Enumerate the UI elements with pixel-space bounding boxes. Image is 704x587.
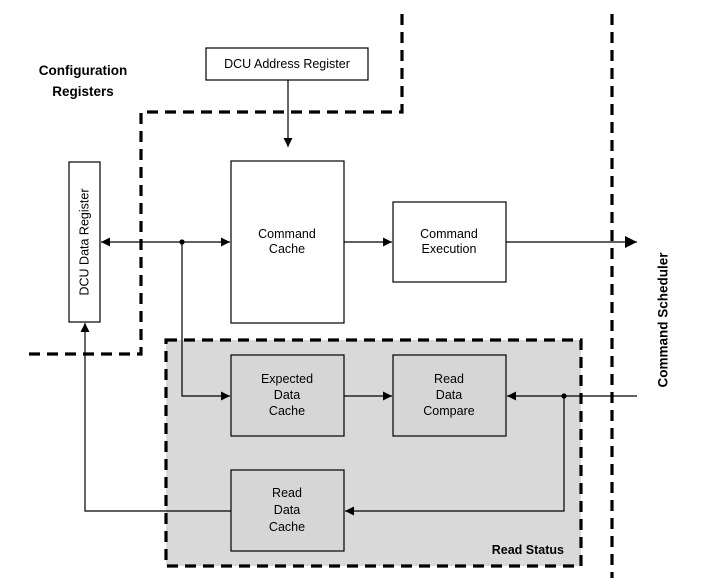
dcu-data-register-label: DCU Data Register — [77, 189, 91, 296]
read-data-cache-box — [230, 469, 345, 552]
read-status-region — [164, 338, 583, 568]
read-data-cache-label: Read — [272, 486, 302, 500]
bus-to-expected-arrow — [181, 242, 230, 401]
read-data-compare-label: Read — [434, 372, 464, 386]
dcu-data-register-box — [68, 161, 101, 323]
read-data-compare-box — [392, 354, 507, 437]
read-data-cache-label-line2: Data — [274, 503, 300, 517]
read-data-compare-label-line3: Compare — [423, 404, 474, 418]
expected-data-cache-label-line2: Data — [274, 388, 300, 402]
read-cache-to-data-register-arrow — [80, 323, 231, 512]
configuration-registers-boundary — [26, 14, 404, 356]
expected-data-cache-label: Expected — [261, 372, 313, 386]
read-status-label: Read Status — [492, 543, 564, 557]
command-cache-label-line2: Cache — [269, 242, 305, 256]
command-execution-label: Command — [420, 227, 478, 241]
command-cache-label: Command — [258, 227, 316, 241]
expected-data-cache-label-line3: Cache — [269, 404, 305, 418]
dcu-address-register-label: DCU Address Register — [224, 57, 350, 71]
command-cache-box — [230, 160, 345, 324]
configuration-registers-label: Configuration — [39, 63, 127, 78]
configuration-registers-label-line2: Registers — [52, 84, 114, 99]
dcu-address-register-box — [205, 47, 369, 81]
command-scheduler-label: Command Scheduler — [656, 252, 671, 388]
command-execution-label-line2: Execution — [422, 242, 477, 256]
read-to-cache-arrow — [345, 396, 565, 516]
read-data-cache-label-line3: Cache — [269, 520, 305, 534]
read-data-compare-label-line2: Data — [436, 388, 462, 402]
